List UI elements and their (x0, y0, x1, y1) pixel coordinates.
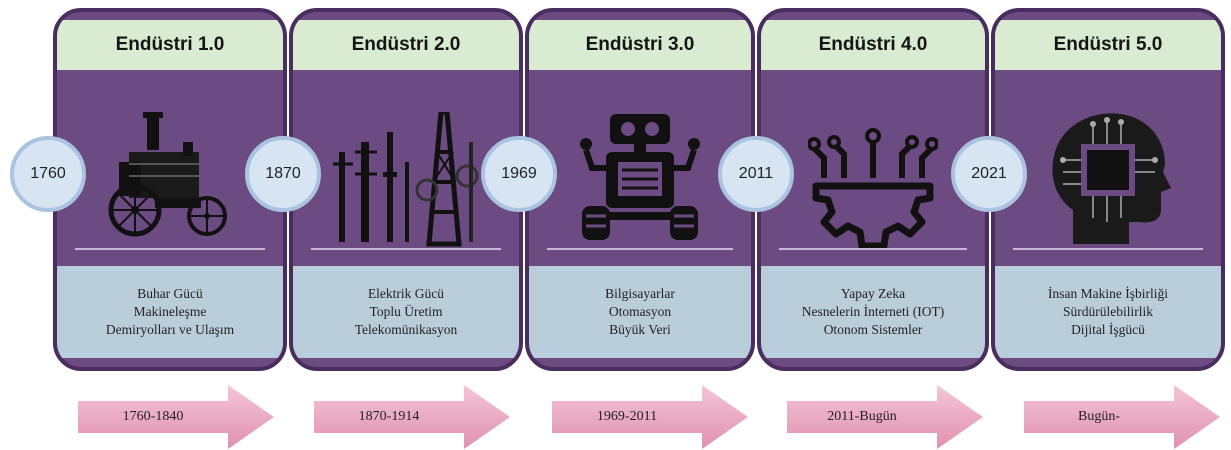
stage-header: Endüstri 1.0 (57, 20, 283, 70)
arrow-shape (314, 385, 510, 449)
description-line: Otomasyon (608, 304, 672, 319)
electric-towers-icon (331, 109, 481, 253)
steam-engine-icon (95, 112, 245, 247)
description-line: Buhar Gücü (137, 286, 203, 301)
year-circle: 1760 (10, 136, 86, 212)
period-arrow: 2011-Bugün (787, 385, 983, 449)
stage-title: Endüstri 2.0 (351, 34, 461, 55)
stage-card-4: Endüstri 4.0 Yapay Zeka Nesnelerin İnter… (757, 8, 989, 371)
stage-title: Endüstri 4.0 (818, 34, 928, 55)
description-line: Nesnelerin İnterneti (IOT) (801, 304, 945, 319)
stage-description: İnsan Makine İşbirliği Sürdürülebilirlik… (995, 266, 1221, 358)
description-line: Dijital İşgücü (1071, 322, 1145, 337)
description-line: Bilgisayarlar (605, 286, 675, 301)
divider (311, 248, 501, 250)
circuit-head-icon (1043, 110, 1173, 251)
divider (547, 248, 733, 250)
stage-description: Buhar Gücü Makineleşme Demiryolları ve U… (57, 266, 283, 358)
robot-icon (578, 112, 702, 247)
stage-header: Endüstri 3.0 (529, 20, 751, 70)
year-circle: 1870 (245, 136, 321, 212)
stage-description: Elektrik Gücü Toplu Üretim Telekomünikas… (293, 266, 519, 358)
year-label: 1969 (501, 165, 537, 182)
year-circle: 2021 (951, 136, 1027, 212)
description-line: İnsan Makine İşbirliği (1048, 286, 1168, 301)
period-arrow: 1870-1914 (314, 385, 510, 449)
year-circle: 2011 (718, 136, 794, 212)
divider (1013, 248, 1203, 250)
description-line: Elektrik Gücü (367, 286, 445, 301)
description-line: Otonom Sistemler (823, 322, 923, 337)
arrow-shape (552, 385, 748, 449)
year-label: 1760 (30, 165, 66, 182)
divider (75, 248, 265, 250)
gear-circuit-icon (807, 128, 939, 253)
arrow-shape (78, 385, 274, 449)
period-arrow: 1969-2011 (552, 385, 748, 449)
stage-header: Endüstri 4.0 (761, 20, 985, 70)
stage-description: Bilgisayarlar Otomasyon Büyük Veri (529, 266, 751, 358)
description-line: Sürdürülebilirlik (1063, 304, 1153, 319)
year-circle: 1969 (481, 136, 557, 212)
description-line: Toplu Üretim (369, 304, 443, 319)
description-line: Telekomünikasyon (354, 322, 458, 337)
year-label: 2021 (971, 165, 1007, 182)
period-arrow: Bugün- (1024, 385, 1220, 449)
description-line: Makineleşme (133, 304, 207, 319)
year-label: 1870 (265, 165, 301, 182)
stage-title: Endüstri 1.0 (115, 34, 225, 55)
period-label: 1760-1840 (122, 409, 184, 424)
arrow-shape (1024, 385, 1220, 449)
period-label: Bugün- (1078, 409, 1120, 424)
year-label: 2011 (738, 165, 774, 182)
stage-header: Endüstri 2.0 (293, 20, 519, 70)
description-line: Büyük Veri (609, 322, 671, 337)
stage-card-5: Endüstri 5.0 İnsan Makine İşbirliği S (991, 8, 1225, 371)
description-line: Demiryolları ve Ulaşım (105, 322, 235, 337)
stage-title: Endüstri 5.0 (1053, 34, 1163, 55)
period-label: 1969-2011 (596, 409, 658, 424)
period-label: 2011-Bugün (827, 409, 897, 424)
arrow-shape (787, 385, 983, 449)
stage-card-3: Endüstri 3.0 Bilgisayarlar Oto (525, 8, 755, 371)
description-line: Yapay Zeka (840, 286, 906, 301)
divider (779, 248, 967, 250)
stage-header: Endüstri 5.0 (995, 20, 1221, 70)
stage-description: Yapay Zeka Nesnelerin İnterneti (IOT) Ot… (761, 266, 985, 358)
period-arrow: 1760-1840 (78, 385, 274, 449)
period-label: 1870-1914 (358, 409, 420, 424)
stage-title: Endüstri 3.0 (585, 34, 695, 55)
